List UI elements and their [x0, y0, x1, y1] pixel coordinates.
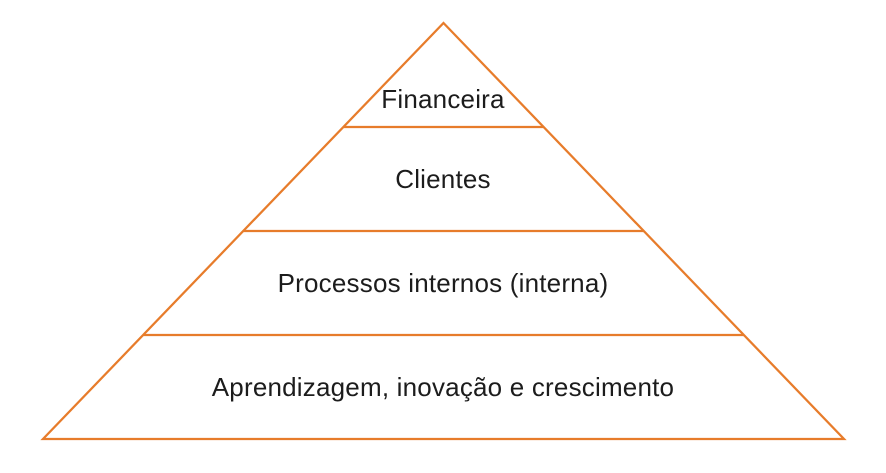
- pyramid-shape: [40, 21, 847, 441]
- pyramid-diagram: Financeira Clientes Processos internos (…: [40, 21, 847, 441]
